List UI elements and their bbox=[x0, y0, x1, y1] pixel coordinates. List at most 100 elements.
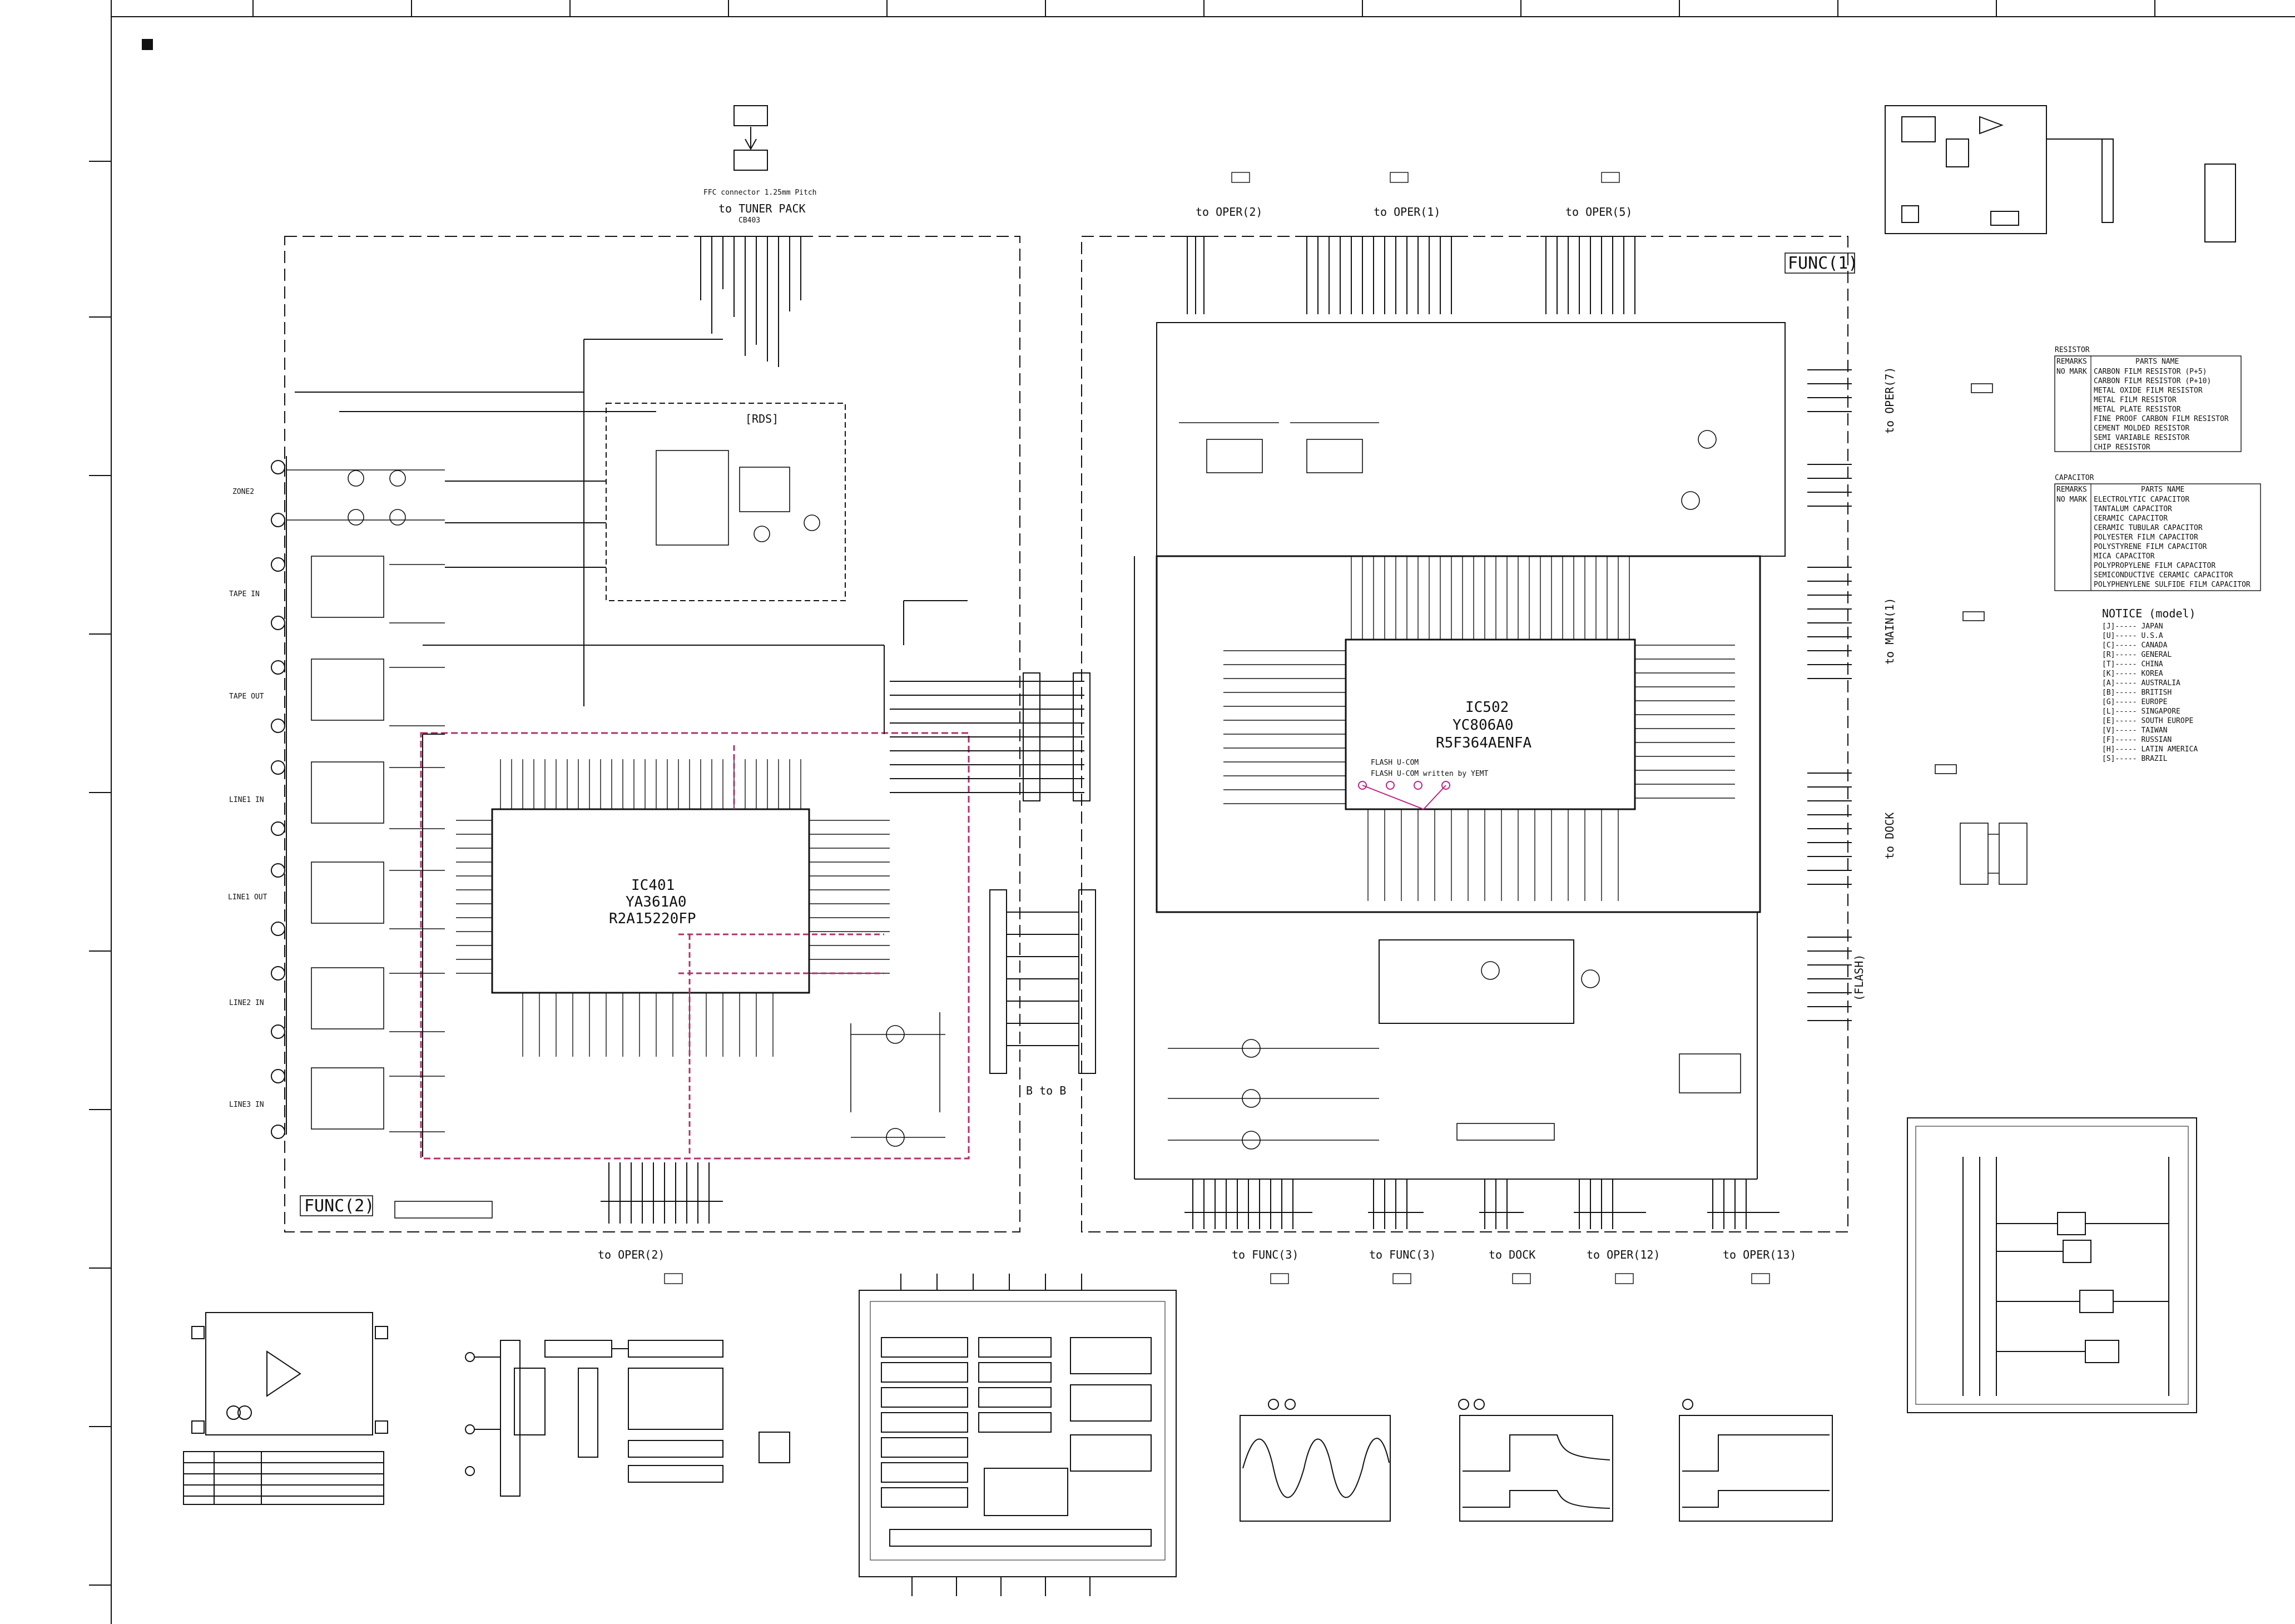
ic401-ref: IC401 bbox=[631, 877, 675, 894]
waveform-step-2 bbox=[1679, 1399, 1833, 1522]
notice-list: [J]----- JAPAN [U]----- U.S.A [C]----- C… bbox=[2102, 622, 2198, 763]
resistor-row-name: CHIP RESISTOR bbox=[2094, 443, 2150, 452]
ic502-chip bbox=[1223, 556, 1735, 901]
func2-title-box bbox=[300, 1195, 373, 1216]
func1-bottom-tab-1 bbox=[1270, 1273, 1289, 1284]
input-label-zone2: ZONE2 bbox=[232, 488, 254, 496]
bottom-left-block-diagram bbox=[465, 1340, 790, 1497]
input-jack-column bbox=[271, 456, 287, 1139]
notice-item: [A]----- AUSTRALIA bbox=[2102, 679, 2180, 687]
capacitor-row-name: CERAMIC TUBULAR CAPACITOR bbox=[2094, 524, 2203, 532]
notice-item: [V]----- TAIWAN bbox=[2102, 726, 2167, 735]
func1-regulators bbox=[1179, 422, 1717, 510]
notice-item: [C]----- CANADA bbox=[2102, 641, 2168, 650]
tuner-connector bbox=[695, 236, 806, 367]
func1-bottom-label-oper12: to OPER(12) bbox=[1587, 1248, 1660, 1261]
tuner-connector-ref: CB403 bbox=[738, 216, 760, 225]
func1-bottom-tab-5 bbox=[1751, 1273, 1770, 1284]
resistor-row-name: METAL OXIDE FILM RESISTOR bbox=[2094, 387, 2203, 395]
func1-title: FUNC(1) bbox=[1788, 254, 1858, 273]
resistor-row-name: METAL PLATE RESISTOR bbox=[2094, 405, 2181, 414]
func1-board bbox=[1081, 236, 1848, 1232]
bottom-center-block-diagram bbox=[859, 1274, 1177, 1596]
func1-top-tab-3 bbox=[1601, 172, 1620, 183]
waveform-step-1 bbox=[1458, 1399, 1613, 1522]
notice-item: [H]----- LATIN AMERICA bbox=[2102, 745, 2198, 754]
func1-bottom-label-func3-a: to FUNC(3) bbox=[1232, 1248, 1298, 1261]
ic401-chip-name: R2A15220FP bbox=[609, 910, 696, 927]
resistor-row-name: METAL FILM RESISTOR bbox=[2094, 396, 2177, 404]
notice-item: [E]----- SOUTH EUROPE bbox=[2102, 717, 2193, 725]
func1-mute-transistors bbox=[1168, 961, 1741, 1150]
capacitor-row-name: MICA CAPACITOR bbox=[2094, 552, 2155, 561]
func2-bottom-tab bbox=[664, 1273, 683, 1284]
ic502-part-number: YC806A0 bbox=[1453, 717, 1514, 734]
func1-right-label-dock: to DOCK bbox=[1883, 813, 1896, 859]
capacitor-table-frame bbox=[2054, 483, 2261, 591]
func1-bottom-connectors bbox=[1184, 1179, 1780, 1229]
capacitor-row-remark: NO MARK bbox=[2056, 496, 2087, 504]
func2-part-number-box bbox=[394, 1201, 493, 1219]
waveform-sine bbox=[1240, 1399, 1391, 1522]
flash-note-2: FLASH U-COM written by YEMT bbox=[1371, 770, 1488, 778]
func1-title-box bbox=[1785, 252, 1855, 274]
func1-top-label-oper2: to OPER(2) bbox=[1196, 205, 1262, 219]
ic401-output-transistors bbox=[850, 1012, 945, 1147]
func1-bottom-label-oper13: to OPER(13) bbox=[1723, 1248, 1796, 1261]
ffc-connector-drawing bbox=[733, 105, 768, 171]
input-label-line1-out: LINE1 OUT bbox=[228, 893, 267, 902]
tuner-pack-label: to TUNER PACK bbox=[718, 202, 806, 215]
resistor-table-rows: NO MARK CARBON FILM RESISTOR (P+5) CARBO… bbox=[2056, 368, 2229, 452]
input-buffer-stages bbox=[286, 469, 445, 1132]
capacitor-row-name: SEMICONDUCTIVE CERAMIC CAPACITOR bbox=[2094, 571, 2233, 580]
resistor-row-name: CARBON FILM RESISTOR (P+5) bbox=[2094, 368, 2207, 376]
func1-bottom-label-dock: to DOCK bbox=[1489, 1248, 1535, 1261]
flash-note-1: FLASH U-COM bbox=[1371, 759, 1419, 767]
func1-bottom-label-func3-b: to FUNC(3) bbox=[1369, 1248, 1436, 1261]
btob-label: B to B bbox=[1026, 1084, 1066, 1097]
capacitor-row-name: TANTALUM CAPACITOR bbox=[2094, 505, 2172, 513]
func1-top-connectors bbox=[1179, 236, 1646, 314]
capacitor-table-rows: NO MARK ELECTROLYTIC CAPACITOR TANTALUM … bbox=[2056, 496, 2251, 589]
capacitor-row-name: POLYPHENYLENE SULFIDE FILM CAPACITOR bbox=[2094, 581, 2251, 589]
func2-bottom-connector-label: to OPER(2) bbox=[598, 1248, 665, 1261]
sheet-border bbox=[89, 0, 2295, 1624]
resistor-row-name: FINE PROOF CARBON FILM RESISTOR bbox=[2094, 415, 2229, 423]
capacitor-row-name: CERAMIC CAPACITOR bbox=[2094, 514, 2168, 523]
input-label-tape-in: TAPE IN bbox=[229, 590, 260, 598]
notice-item: [J]----- JAPAN bbox=[2102, 622, 2163, 631]
resistor-table-frame bbox=[2054, 355, 2242, 452]
notice-item: [T]----- CHINA bbox=[2102, 660, 2163, 669]
func2-title: FUNC(2) bbox=[304, 1196, 374, 1216]
notice-item: [U]----- U.S.A bbox=[2102, 632, 2163, 640]
top-right-block-diagram bbox=[1885, 105, 2236, 242]
resistor-table-header-remarks: REMARKS bbox=[2056, 358, 2087, 366]
func1-top-label-oper5: to OPER(5) bbox=[1565, 205, 1632, 219]
func2-bottom-connector bbox=[601, 1162, 723, 1224]
func1-right-label-flash: (FLASH) bbox=[1852, 954, 1866, 1001]
resistor-table-title: RESISTOR bbox=[2055, 346, 2090, 354]
notice-item: [F]----- RUSSIAN bbox=[2102, 736, 2172, 744]
notice-item: [R]----- GENERAL bbox=[2102, 651, 2172, 659]
ic401-part-number: YA361A0 bbox=[626, 894, 687, 910]
capacitor-row-name: POLYESTER FILM CAPACITOR bbox=[2094, 533, 2198, 542]
func1-top-tab-1 bbox=[1231, 172, 1250, 183]
ic502-ref: IC502 bbox=[1465, 699, 1509, 716]
func1-bottom-tab-2 bbox=[1392, 1273, 1411, 1284]
capacitor-row-name: POLYPROPYLENE FILM CAPACITOR bbox=[2094, 562, 2215, 570]
input-label-line1-in: LINE1 IN bbox=[229, 796, 264, 804]
capacitor-table-title: CAPACITOR bbox=[2055, 474, 2094, 482]
notice-item: [L]----- SINGAPORE bbox=[2102, 707, 2180, 716]
func2-bus-lines bbox=[295, 339, 968, 1157]
capacitor-row-name: ELECTROLYTIC CAPACITOR bbox=[2094, 496, 2189, 504]
rds-block bbox=[656, 450, 820, 546]
notice-item: [S]----- BRAZIL bbox=[2102, 755, 2168, 763]
resistor-row-remark: NO MARK bbox=[2056, 368, 2087, 376]
bottom-right-chip-diagram bbox=[1907, 1117, 2197, 1413]
board-to-board-connectors bbox=[890, 672, 1096, 1074]
ffc-connector-caption: FFC connector 1.25mm Pitch bbox=[703, 189, 817, 197]
func1-top-label-oper1: to OPER(1) bbox=[1374, 205, 1440, 219]
func1-bottom-tab-4 bbox=[1615, 1273, 1634, 1284]
func1-right-label-oper7: to OPER(7) bbox=[1883, 367, 1896, 434]
